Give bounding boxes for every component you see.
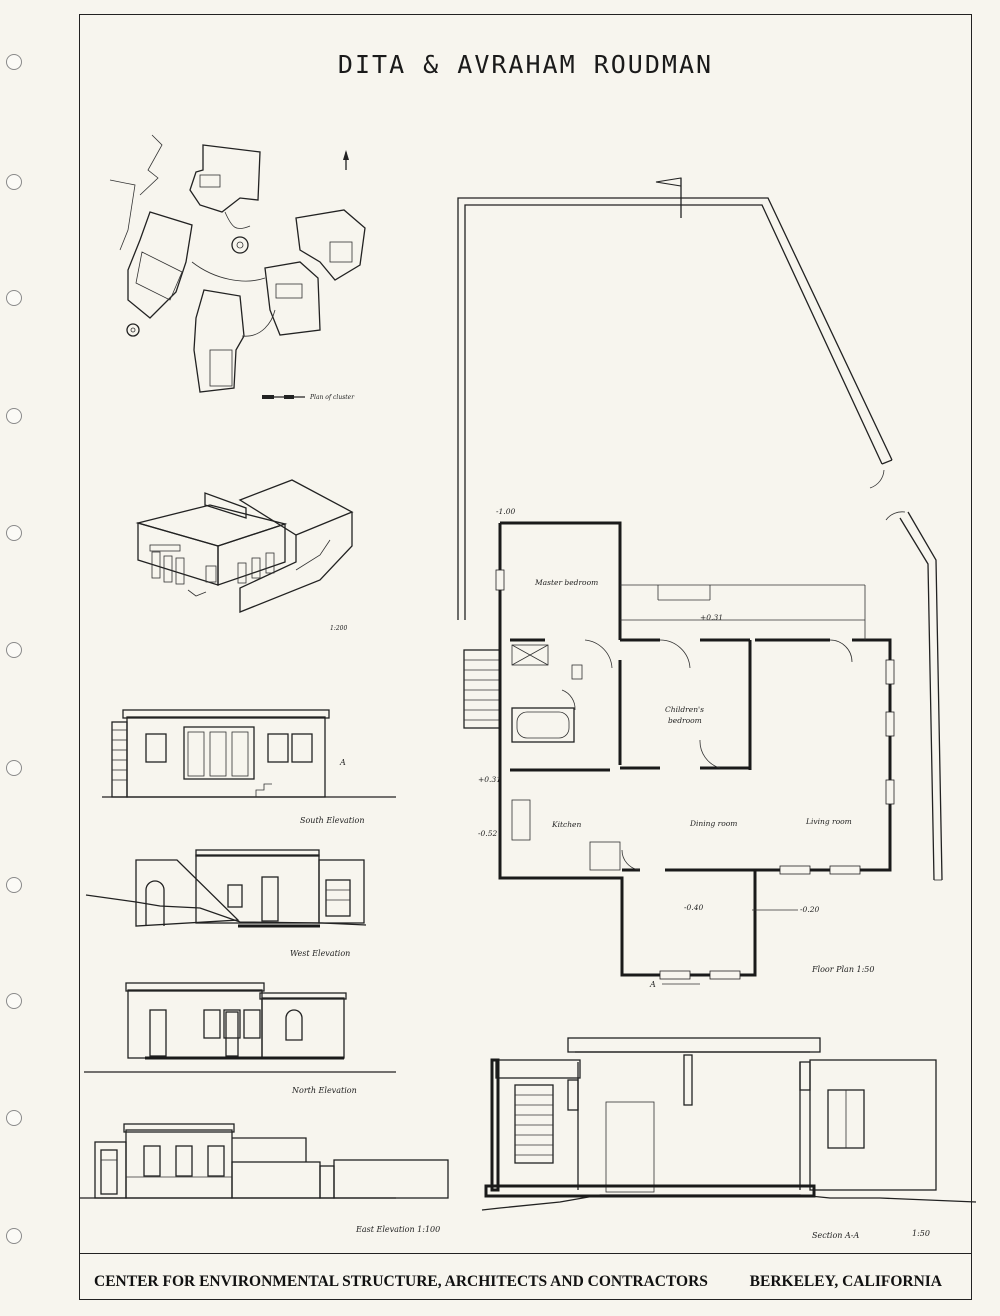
room-dining-room: Dining room: [689, 819, 737, 828]
level-mark: +0.31: [700, 613, 723, 622]
svg-text:A: A: [339, 758, 346, 767]
level-mark: -0.20: [800, 905, 819, 914]
binder-hole: [6, 54, 22, 70]
axonometric-scale: 1:200: [330, 625, 347, 632]
sheet-title: DITA & AVRAHAM ROUDMAN: [337, 50, 714, 79]
binder-hole: [6, 642, 22, 658]
south-elevation: A South Elevation: [102, 709, 396, 825]
binder-hole: [6, 760, 22, 776]
binder-hole: [6, 993, 22, 1009]
section-scale: 1:50: [912, 1229, 930, 1238]
floor-plan-section-marker: A: [649, 980, 656, 989]
east-elevation: East Elevation 1:100: [80, 1123, 449, 1234]
sheet-border: [79, 14, 972, 1300]
site-plan: Plan of cluster: [109, 134, 366, 401]
binder-hole: [6, 1228, 22, 1244]
north-elevation: North Elevation: [84, 982, 396, 1095]
footer-location: BERKELEY, CALIFORNIA: [749, 1273, 942, 1290]
level-mark: -1.00: [496, 507, 515, 516]
binder-hole: [6, 525, 22, 541]
level-mark: -0.40: [684, 903, 703, 912]
east-elevation-label: East Elevation 1:100: [355, 1225, 440, 1234]
level-mark: -0.52: [478, 829, 497, 838]
floor-plan-label: Floor Plan 1:50: [811, 965, 874, 974]
south-elevation-label: South Elevation: [300, 816, 365, 825]
axonometric-view: 1:200: [135, 479, 354, 632]
room-kitchen: Kitchen: [551, 820, 581, 829]
section-label: Section A-A: [812, 1231, 859, 1240]
room-childrens-bedroom-line2: bedroom: [668, 716, 702, 725]
binder-hole: [6, 1110, 22, 1126]
west-elevation-label: West Elevation: [290, 949, 350, 958]
footer-firm: CENTER FOR ENVIRONMENTAL STRUCTURE, ARCH…: [94, 1273, 708, 1290]
room-childrens-bedroom-line1: Children's: [665, 705, 704, 714]
binder-hole: [6, 408, 22, 424]
level-mark: +0.31: [478, 775, 501, 784]
binder-hole: [6, 174, 22, 190]
west-elevation: West Elevation: [85, 849, 367, 958]
room-master-bedroom: Master bedroom: [534, 578, 598, 587]
floor-plan: Master bedroom Children's bedroom Kitche…: [457, 177, 943, 989]
binder-hole: [6, 877, 22, 893]
room-living-room: Living room: [805, 817, 852, 826]
binder-hole: [6, 290, 22, 306]
north-elevation-label: North Elevation: [291, 1086, 357, 1095]
site-plan-label: Plan of cluster: [309, 394, 355, 401]
section-aa: Section A-A 1:50: [481, 1037, 977, 1240]
footer-divider: [79, 1253, 972, 1254]
